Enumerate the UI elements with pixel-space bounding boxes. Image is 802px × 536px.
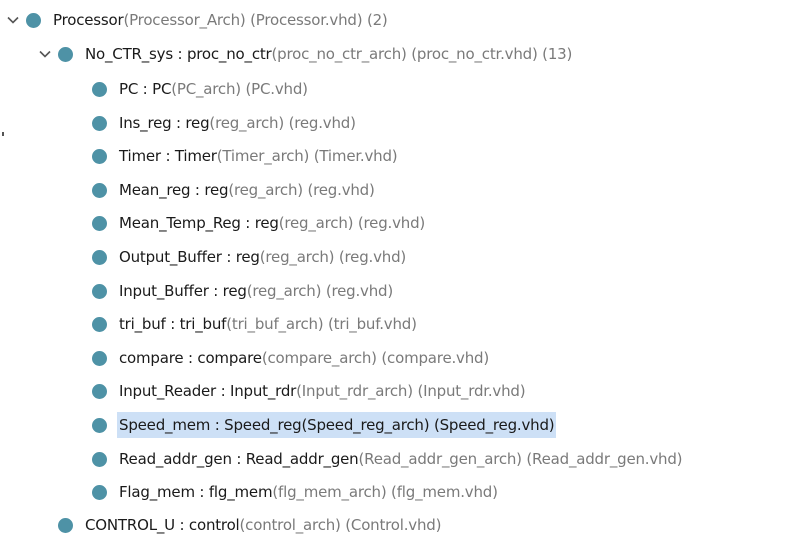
tree-node-processor[interactable]: Processor(Processor_Arch) (Processor.vhd… [6, 7, 390, 33]
tree-node-label[interactable]: Processor(Processor_Arch) (Processor.vhd… [51, 7, 390, 33]
tree-node-label[interactable]: No_CTR_sys : proc_no_ctr(proc_no_ctr_arc… [83, 41, 574, 67]
arch-info: (flg_mem_arch) (flg_mem.vhd) [272, 483, 498, 501]
arch-info: (reg_arch) (reg.vhd) [209, 114, 356, 132]
tree-leaf[interactable]: Output_Buffer : reg(reg_arch) (reg.vhd) [92, 244, 408, 270]
entity-name: Input_Buffer : reg [119, 282, 247, 300]
module-dot-icon [58, 46, 73, 62]
arch-info: (Timer_arch) (Timer.vhd) [216, 147, 398, 165]
tree-node-label[interactable]: compare : compare(compare_arch) (compare… [117, 345, 491, 371]
arch-info: (proc_no_ctr_arch) (proc_no_ctr.vhd) (13… [271, 45, 573, 63]
entity-name: Ins_reg : reg [119, 114, 210, 132]
tree-leaf[interactable]: tri_buf : tri_buf(tri_buf_arch) (tri_buf… [92, 311, 419, 337]
tree-leaf[interactable]: PC : PC(PC_arch) (PC.vhd) [92, 76, 310, 102]
entity-name: Timer : Timer [119, 147, 217, 165]
arch-info: (Processor_Arch) (Processor.vhd) (2) [123, 11, 388, 29]
module-dot-icon [26, 12, 41, 28]
entity-name: Processor [53, 11, 124, 29]
tree-node-label[interactable]: Read_addr_gen : Read_addr_gen(Read_addr_… [117, 446, 684, 472]
module-dot-icon [92, 451, 107, 467]
entity-name: Flag_mem : flg_mem [119, 483, 273, 501]
entity-name: Output_Buffer : reg [119, 248, 260, 266]
tree-leaf[interactable]: Mean_Temp_Reg : reg(reg_arch) (reg.vhd) [92, 210, 427, 236]
arch-info: (Input_rdr_arch) (Input_rdr.vhd) [296, 382, 526, 400]
module-dot-icon [92, 484, 107, 500]
arch-info: (Speed_reg_arch) (Speed_reg.vhd) [301, 416, 555, 434]
tree-leaf[interactable]: Timer : Timer(Timer_arch) (Timer.vhd) [92, 143, 399, 169]
tree-node-label[interactable]: Mean_reg : reg(reg_arch) (reg.vhd) [117, 177, 377, 203]
arch-info: (PC_arch) (PC.vhd) [171, 80, 308, 98]
tree-leaf[interactable]: Input_Reader : Input_rdr(Input_rdr_arch)… [92, 378, 527, 404]
tree-node-label[interactable]: Timer : Timer(Timer_arch) (Timer.vhd) [117, 143, 399, 169]
module-dot-icon [92, 417, 107, 433]
tree-leaf-selected[interactable]: Speed_mem : Speed_reg(Speed_reg_arch) (S… [92, 412, 557, 438]
tree-leaf[interactable]: Mean_reg : reg(reg_arch) (reg.vhd) [92, 177, 377, 203]
arch-info: (compare_arch) (compare.vhd) [261, 349, 489, 367]
tree-leaf[interactable]: compare : compare(compare_arch) (compare… [92, 345, 491, 371]
tree-node-label[interactable]: Input_Reader : Input_rdr(Input_rdr_arch)… [117, 378, 527, 404]
arch-info: (reg_arch) (reg.vhd) [259, 248, 407, 266]
module-dot-icon [92, 283, 107, 299]
module-dot-icon [92, 182, 107, 198]
chevron-down-icon[interactable] [6, 13, 20, 27]
tree-node-label[interactable]: Speed_mem : Speed_reg(Speed_reg_arch) (S… [117, 412, 557, 438]
module-dot-icon [92, 115, 107, 131]
tree-node-label[interactable]: CONTROL_U : control(control_arch) (Contr… [83, 512, 443, 536]
tree-node-label[interactable]: PC : PC(PC_arch) (PC.vhd) [117, 76, 310, 102]
arch-info: (reg_arch) (reg.vhd) [246, 282, 394, 300]
entity-name: PC : PC [119, 80, 172, 98]
module-dot-icon [92, 249, 107, 265]
module-dot-icon [92, 148, 107, 164]
entity-name: Mean_Temp_Reg : reg [119, 214, 279, 232]
tree-leaf[interactable]: Read_addr_gen : Read_addr_gen(Read_addr_… [92, 446, 684, 472]
tree-node-label[interactable]: Output_Buffer : reg(reg_arch) (reg.vhd) [117, 244, 408, 270]
entity-name: Read_addr_gen : Read_addr_gen [119, 450, 359, 468]
entity-name: CONTROL_U : control [85, 516, 240, 534]
tree-leaf[interactable]: Flag_mem : flg_mem(flg_mem_arch) (flg_me… [92, 479, 500, 505]
tree-leaf[interactable]: Input_Buffer : reg(reg_arch) (reg.vhd) [92, 278, 395, 304]
module-dot-icon [58, 517, 73, 533]
chevron-down-icon[interactable] [38, 47, 52, 61]
module-dot-icon [92, 316, 107, 332]
entity-name: Mean_reg : reg [119, 181, 229, 199]
tree-leaf[interactable]: Ins_reg : reg(reg_arch) (reg.vhd) [92, 110, 358, 136]
entity-name: Speed_mem : Speed_reg [119, 416, 302, 434]
module-dot-icon [92, 81, 107, 97]
entity-name: compare : compare [119, 349, 262, 367]
module-dot-icon [92, 215, 107, 231]
arch-info: (tri_buf_arch) (tri_buf.vhd) [226, 315, 417, 333]
module-dot-icon [92, 383, 107, 399]
tree-node-label[interactable]: Flag_mem : flg_mem(flg_mem_arch) (flg_me… [117, 479, 500, 505]
entity-name: tri_buf : tri_buf [119, 315, 227, 333]
tree-node-label[interactable]: Ins_reg : reg(reg_arch) (reg.vhd) [117, 110, 358, 136]
arch-info: (reg_arch) (reg.vhd) [228, 181, 375, 199]
entity-name: No_CTR_sys : proc_no_ctr [85, 45, 272, 63]
tree-node-control-u[interactable]: CONTROL_U : control(control_arch) (Contr… [58, 512, 443, 536]
arch-info: (control_arch) (Control.vhd) [239, 516, 442, 534]
entity-name: Input_Reader : Input_rdr [119, 382, 297, 400]
arch-info: (Read_addr_gen_arch) (Read_addr_gen.vhd) [358, 450, 683, 468]
arch-info: (reg_arch) (reg.vhd) [278, 214, 426, 232]
tree-node-no-ctr-sys[interactable]: No_CTR_sys : proc_no_ctr(proc_no_ctr_arc… [38, 41, 574, 67]
tree-node-label[interactable]: tri_buf : tri_buf(tri_buf_arch) (tri_buf… [117, 311, 419, 337]
tree-node-label[interactable]: Mean_Temp_Reg : reg(reg_arch) (reg.vhd) [117, 210, 427, 236]
edge-mark [2, 132, 4, 136]
tree-node-label[interactable]: Input_Buffer : reg(reg_arch) (reg.vhd) [117, 278, 395, 304]
module-dot-icon [92, 350, 107, 366]
